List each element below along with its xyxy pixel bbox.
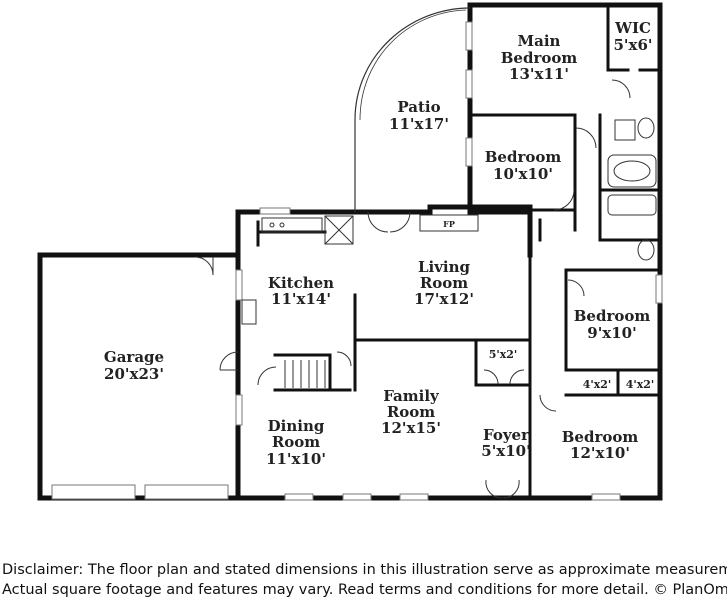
bath-fixtures <box>607 117 657 261</box>
room-dining-room-size: 11'x10' <box>266 450 326 468</box>
floor-plan: WIC 5'x6' Main Bedroom 13'x11' Patio 11'… <box>37 2 663 501</box>
room-main-bedroom-name2: Bedroom <box>501 49 578 67</box>
disclaimer-line-1: Disclaimer: The floor plan and stated di… <box>2 562 727 578</box>
room-main-bedroom: Main Bedroom 13'x11' <box>501 32 578 83</box>
room-garage-size: 20'x23' <box>104 365 164 383</box>
room-bedroom-right: Bedroom 9'x10' <box>574 307 651 342</box>
room-kitchen-name: Kitchen <box>268 274 334 292</box>
patio-arc <box>354 7 471 212</box>
room-living-room-size: 17'x12' <box>414 290 474 308</box>
fireplace <box>419 214 479 232</box>
stairs <box>284 360 326 388</box>
room-bedroom-lower-name: Bedroom <box>562 428 639 446</box>
room-foyer: Foyer 5'x10' <box>481 426 530 460</box>
interior-walls <box>256 3 662 500</box>
room-bedroom-lower-size: 12'x10' <box>570 444 630 462</box>
room-bedroom-lower: Bedroom 12'x10' <box>562 428 639 462</box>
room-living-room: Living Room 17'x12' <box>414 258 474 308</box>
room-garage-name: Garage <box>104 348 164 366</box>
room-wic-size: 5'x6' <box>613 36 652 54</box>
room-wic-name: WIC <box>614 19 651 37</box>
room-patio-size: 11'x17' <box>389 115 449 133</box>
disclaimer: Disclaimer: The floor plan and stated di… <box>0 560 727 600</box>
room-living-room-name1: Living <box>418 258 471 276</box>
room-family-room-name2: Room <box>387 403 435 421</box>
room-patio: Patio 11'x17' <box>389 98 449 133</box>
room-kitchen: Kitchen 11'x14' <box>268 274 334 308</box>
room-bedroom-upper-name: Bedroom <box>485 148 562 166</box>
room-bedroom-upper-size: 10'x10' <box>493 165 553 183</box>
room-bedroom-right-name: Bedroom <box>574 307 651 325</box>
room-kitchen-size: 11'x14' <box>271 290 331 308</box>
closet-b-size: 4'x2' <box>626 378 655 391</box>
room-family-room-name1: Family <box>383 387 440 405</box>
closet-a-size: 4'x2' <box>583 378 612 391</box>
fireplace-label: FP <box>443 219 455 229</box>
room-living-room-name2: Room <box>420 274 468 292</box>
room-family-room: Family Room 12'x15' <box>381 387 441 437</box>
room-main-bedroom-name1: Main <box>518 32 561 50</box>
disclaimer-line-2: Actual square footage and features may v… <box>2 582 727 598</box>
room-bedroom-right-size: 9'x10' <box>587 324 636 342</box>
closet-foyer-size: 5'x2' <box>489 348 518 361</box>
room-foyer-name: Foyer <box>483 426 530 444</box>
room-garage: Garage 20'x23' <box>104 348 164 383</box>
room-wic: WIC 5'x6' <box>613 19 652 54</box>
room-main-bedroom-size: 13'x11' <box>509 65 569 83</box>
windows <box>51 21 663 501</box>
room-patio-name: Patio <box>397 98 440 116</box>
kitchen-fixtures <box>241 215 354 325</box>
room-dining-room: Dining Room 11'x10' <box>266 417 326 468</box>
room-dining-room-name1: Dining <box>268 417 325 435</box>
room-bedroom-upper: Bedroom 10'x10' <box>485 148 562 183</box>
door-swings <box>194 79 631 499</box>
room-foyer-size: 5'x10' <box>481 442 530 460</box>
room-dining-room-name2: Room <box>272 433 320 451</box>
room-family-room-size: 12'x15' <box>381 419 441 437</box>
